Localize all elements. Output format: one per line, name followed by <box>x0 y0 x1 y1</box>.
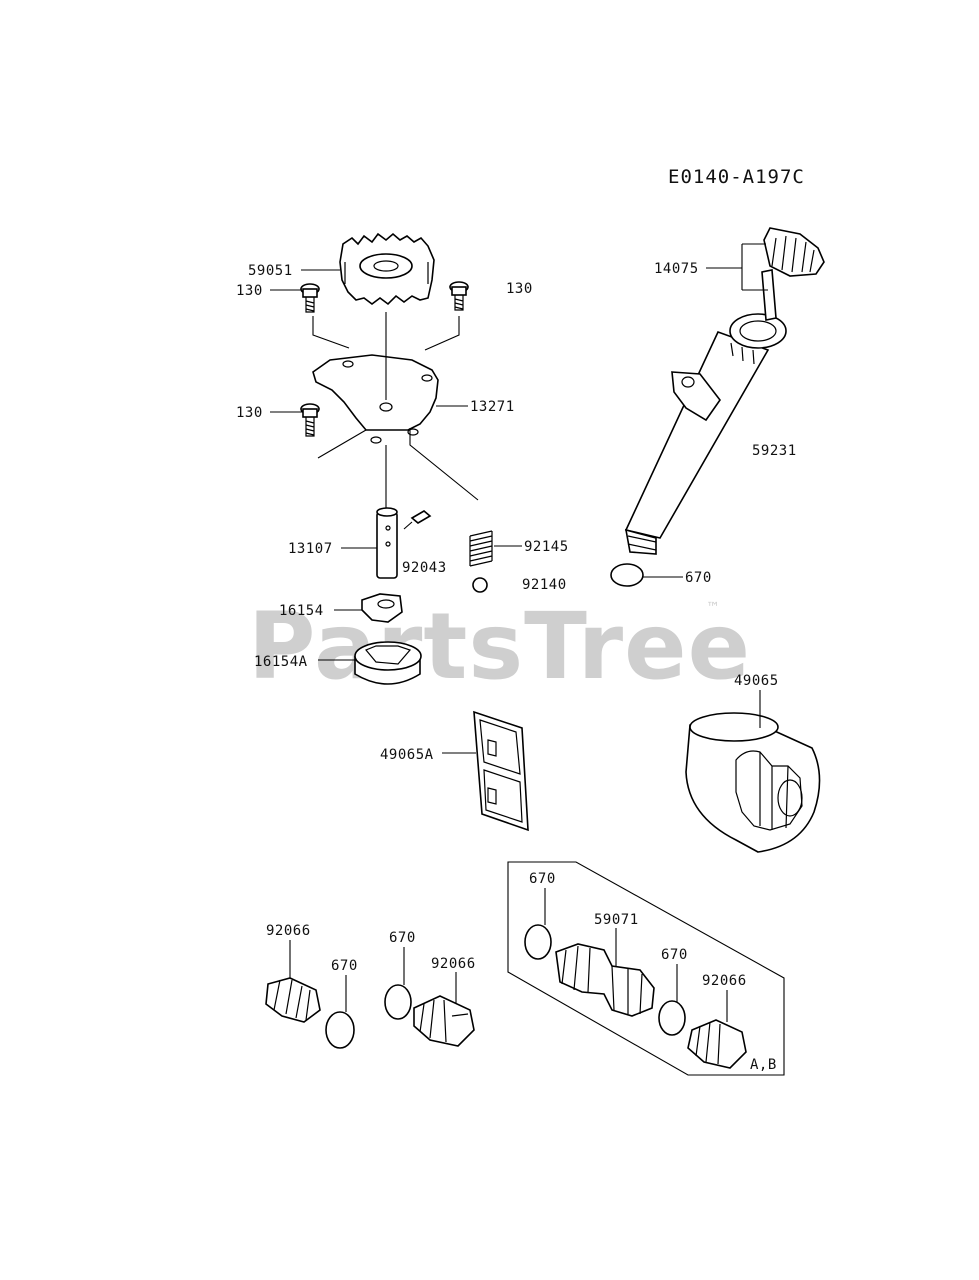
label-16154: 16154 <box>279 603 324 619</box>
label-670-c: 670 <box>389 930 416 946</box>
label-670-d: 670 <box>529 871 556 887</box>
o-ring-left-part[interactable] <box>325 1011 355 1049</box>
label-92066-a: 92066 <box>266 923 311 939</box>
dipstick-tube-part[interactable] <box>624 313 787 555</box>
label-92066-b: 92066 <box>431 956 476 972</box>
bolt-130-left-part[interactable] <box>300 403 320 437</box>
label-49065: 49065 <box>734 673 779 689</box>
oil-filter-part[interactable] <box>685 712 821 853</box>
label-670-a: 670 <box>685 570 712 586</box>
outer-rotor-part[interactable] <box>354 641 422 685</box>
label-59231: 59231 <box>752 443 797 459</box>
label-92066-c: 92066 <box>702 973 747 989</box>
label-92140: 92140 <box>522 577 567 593</box>
label-670-b: 670 <box>331 958 358 974</box>
kit-box <box>507 861 785 1076</box>
drain-plug-kit-part[interactable] <box>687 1019 747 1069</box>
diagram-reference-code: E0140-A197C <box>668 166 805 188</box>
drain-plug-middle-part[interactable] <box>413 995 475 1047</box>
label-16154A: 16154A <box>254 654 308 670</box>
label-49065A: 49065A <box>380 747 434 763</box>
o-ring-kit-left-part[interactable] <box>524 924 552 960</box>
watermark-text: PartsTree <box>248 593 751 700</box>
inner-rotor-part[interactable] <box>361 593 403 623</box>
dipstick-cap-part[interactable] <box>761 227 825 321</box>
kit-note-label: A,B <box>750 1057 777 1073</box>
pump-cover-plate-part[interactable] <box>312 354 439 444</box>
o-ring-middle-part[interactable] <box>384 984 412 1020</box>
bolt-130-top-left-part[interactable] <box>300 283 320 313</box>
label-130-a: 130 <box>236 283 263 299</box>
relief-spring-part[interactable] <box>469 530 493 567</box>
label-14075: 14075 <box>654 261 699 277</box>
label-59051: 59051 <box>248 263 293 279</box>
label-92043: 92043 <box>402 560 447 576</box>
label-670-e: 670 <box>661 947 688 963</box>
label-130-b: 130 <box>506 281 533 297</box>
label-13107: 13107 <box>288 541 333 557</box>
bolt-130-top-right-part[interactable] <box>449 281 469 311</box>
oil-screen-part[interactable] <box>473 710 529 832</box>
oil-pump-gear-part[interactable] <box>339 232 435 306</box>
drain-plug-left-part[interactable] <box>265 977 321 1023</box>
drain-valve-part[interactable] <box>555 943 655 1017</box>
watermark-trademark: ™ <box>706 600 720 616</box>
check-ball-part[interactable] <box>472 577 488 593</box>
pin-part[interactable] <box>403 510 432 530</box>
label-130-c: 130 <box>236 405 263 421</box>
label-92145: 92145 <box>524 539 569 555</box>
o-ring-tube-part[interactable] <box>610 563 644 587</box>
label-59071: 59071 <box>594 912 639 928</box>
o-ring-kit-right-part[interactable] <box>658 1000 686 1036</box>
label-13271: 13271 <box>470 399 515 415</box>
pump-shaft-part[interactable] <box>376 507 398 579</box>
